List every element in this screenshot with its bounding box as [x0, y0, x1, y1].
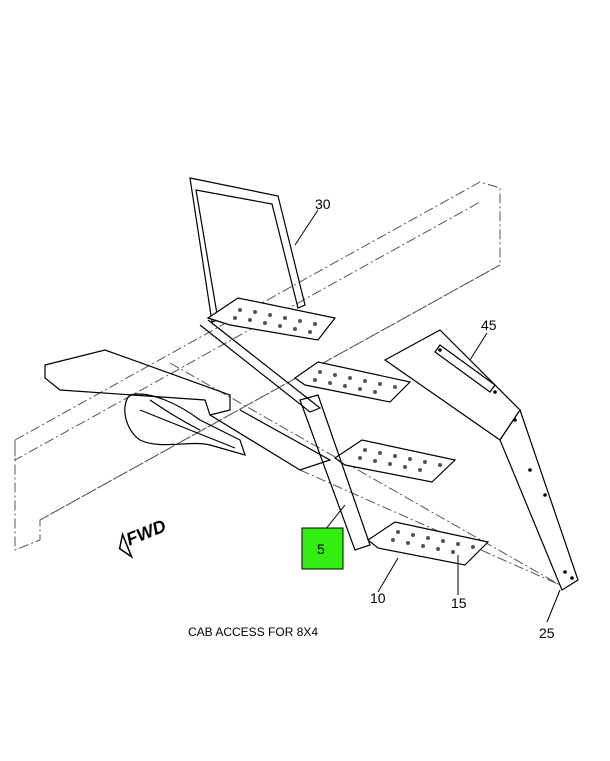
side-panel — [383, 329, 579, 591]
frame-rail — [14, 181, 561, 586]
callout-10[interactable]: 10 — [370, 590, 386, 606]
callout-5-highlight[interactable] — [301, 527, 344, 570]
leader-lines — [294, 209, 561, 623]
callout-15[interactable]: 15 — [451, 595, 467, 611]
stringer-left — [299, 394, 371, 551]
fwd-label: FWD — [123, 516, 168, 550]
callout-30[interactable]: 30 — [315, 196, 331, 212]
callout-25[interactable]: 25 — [539, 625, 555, 641]
fwd-arrow-icon — [118, 531, 134, 559]
step-plate-3 — [333, 439, 457, 483]
diagram-caption: CAB ACCESS FOR 8X4 — [188, 625, 318, 639]
support-frame-30 — [189, 177, 322, 413]
step-plate-2 — [293, 361, 412, 403]
fwd-direction-marker: FWD — [118, 516, 169, 559]
callout-5[interactable]: 5 — [317, 541, 325, 557]
step-plate-bottom — [366, 521, 490, 566]
crossmember-bracket — [44, 349, 332, 471]
callout-45[interactable]: 45 — [481, 317, 497, 333]
step-plate-top — [206, 297, 337, 341]
